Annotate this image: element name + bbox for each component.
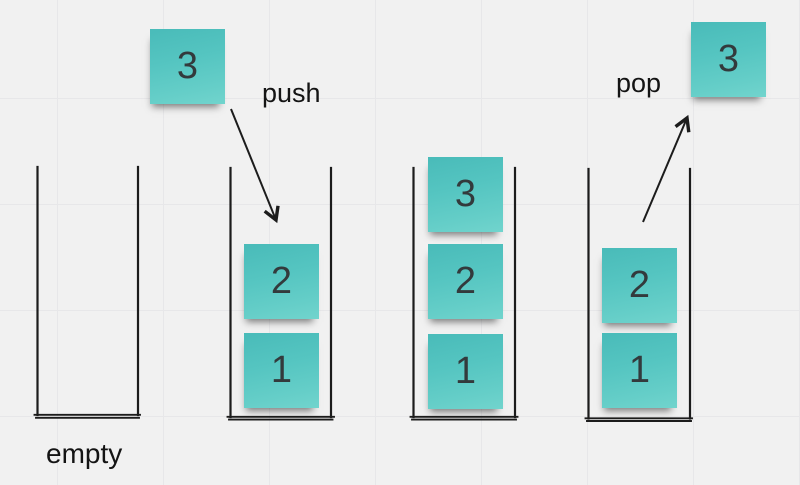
pop-arrow-icon bbox=[642, 114, 691, 223]
sticky-note-pushed: 3 bbox=[150, 29, 225, 104]
push-label: push bbox=[262, 78, 321, 108]
sticky-note: 2 bbox=[602, 248, 677, 323]
sticky-note: 1 bbox=[602, 333, 677, 408]
stack-outline-empty bbox=[33, 165, 141, 419]
sticky-note: 1 bbox=[428, 334, 503, 409]
pop-label: pop bbox=[616, 68, 662, 98]
push-arrow-icon bbox=[230, 108, 280, 224]
sticky-note: 3 bbox=[428, 157, 503, 232]
empty-caption: empty bbox=[46, 438, 123, 469]
sticky-note-popped: 3 bbox=[691, 22, 766, 97]
sticky-note: 1 bbox=[244, 333, 319, 408]
sticky-note: 2 bbox=[244, 244, 319, 319]
sticky-note: 2 bbox=[428, 244, 503, 319]
